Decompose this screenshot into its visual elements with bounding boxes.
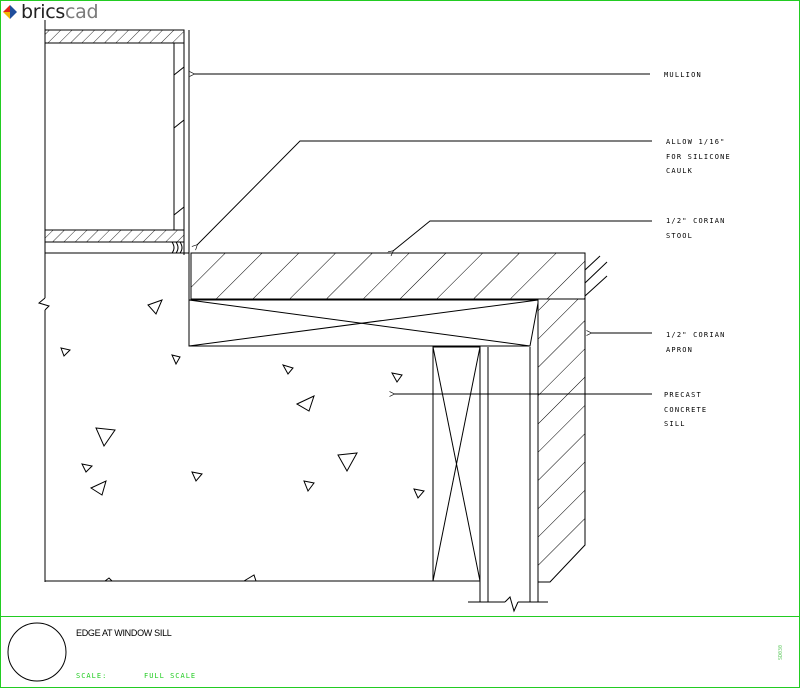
leader-arrow-icon [197,140,652,245]
annotation-mullion: MULLION [664,68,702,83]
leader-lines [194,74,652,394]
annotation-line: SILL [664,420,686,428]
annotation-line: APRON [666,345,694,354]
drawing-title: EDGE AT WINDOW SILL [76,628,172,638]
wood-blocking [188,299,548,613]
annotation-apron: 1/2" CORIAN APRON [666,328,726,357]
scale-value: FULL SCALE [144,672,197,680]
app-logo: bricscad [3,1,99,23]
detail-circle [7,622,67,682]
annotation-allow: ALLOW 1/16" FOR SILICONE CAULK [666,135,731,179]
bricscad-logo-icon [3,5,17,19]
annotation-line: ALLOW 1/16" [666,138,726,146]
logo-wordmark-part2: cad [65,1,99,23]
drawing-code: SD030 [778,644,784,660]
annotation-line: MULLION [664,71,702,79]
mullion [44,20,190,255]
annotation-line: 1/2" CORIAN [666,331,726,339]
logo-wordmark: bricscad [21,1,99,23]
annotation-line: 1/2" CORIAN [666,217,726,225]
annotation-line: STOOL [666,231,694,240]
scale-label: SCALE: [76,672,108,680]
annotation-stool: 1/2" CORIAN STOOL [666,214,726,243]
annotation-sill: PRECAST CONCRETE SILL [664,388,707,432]
annotation-line: CAULK [666,167,694,175]
corian-apron [537,298,586,583]
corian-stool [188,252,608,300]
concrete-sill [37,255,434,582]
annotation-line: CONCRETE [664,405,708,414]
leader-arrow-icon [393,220,652,251]
annotation-line: PRECAST [664,391,702,399]
logo-wordmark-part1: brics [21,1,65,23]
annotation-line: FOR SILICONE [666,152,731,161]
